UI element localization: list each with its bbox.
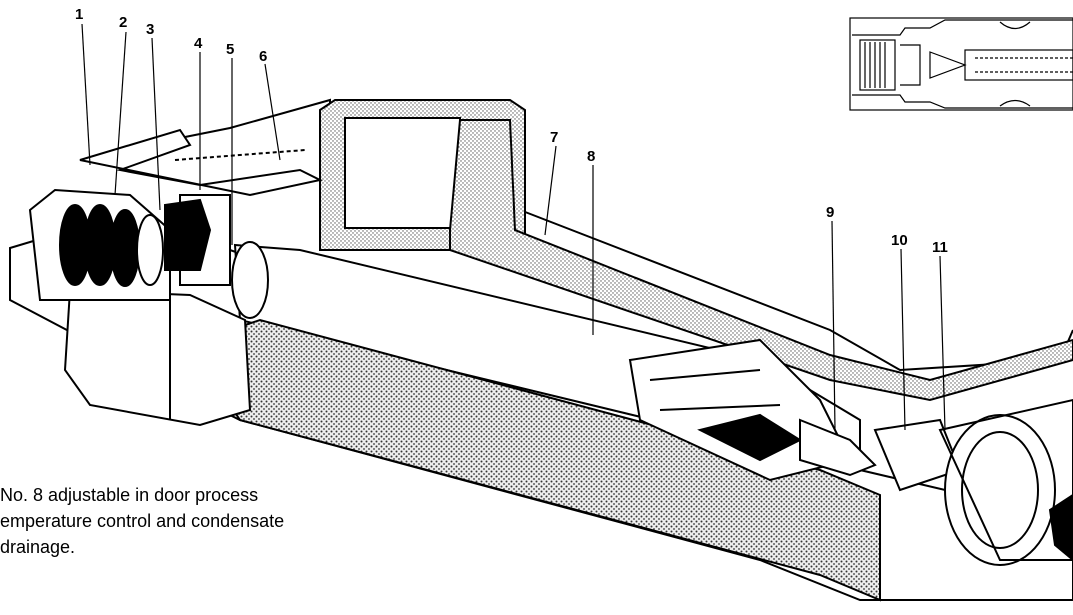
caption-line-2: emperature control and condensate [0,511,285,531]
callout-1: 1 [75,6,84,23]
callout-7: 7 [550,129,559,146]
right-fitting [628,338,1073,566]
callout-5: 5 [226,41,235,58]
callout-4: 4 [194,35,203,52]
figure-caption: No. 8 adjustable in door process emperat… [0,482,360,560]
callout-9: 9 [826,204,835,221]
leader-lines [81,23,946,431]
inset-diagram [849,17,1073,111]
callout-11: 11 [932,239,948,256]
caption-line-1: No. 8 adjustable in door process [0,485,259,505]
left-nut-assembly [28,128,323,427]
callout-6: 6 [259,48,268,65]
callout-8: 8 [587,148,596,165]
callout-2: 2 [119,14,128,31]
callout-3: 3 [146,21,155,38]
callout-10: 10 [891,232,908,249]
caption-line-3: drainage. [0,537,76,557]
